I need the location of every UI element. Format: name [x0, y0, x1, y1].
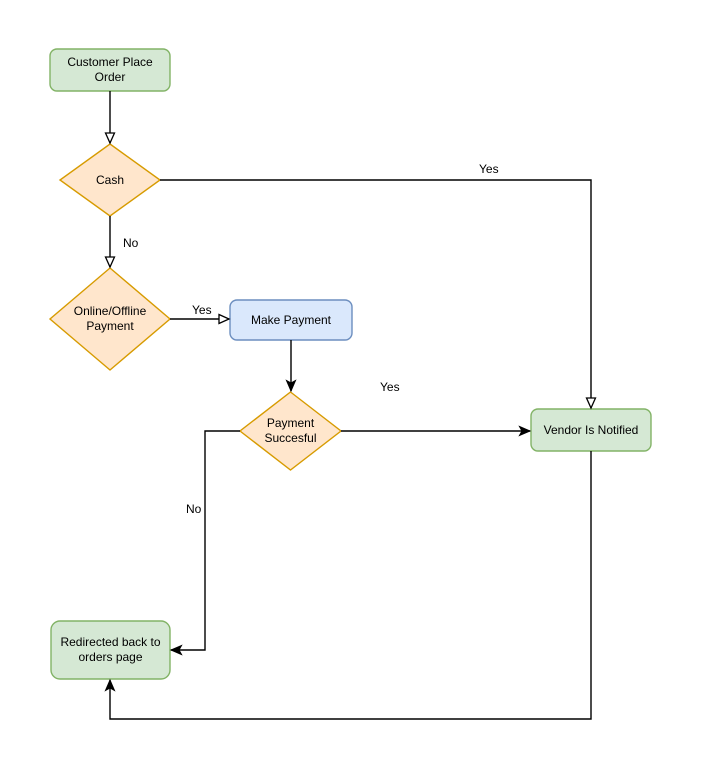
- node-online-offline-payment-decision-shape: [48, 267, 172, 371]
- flowchart-nodes: [48, 48, 652, 680]
- node-payment-succesful-decision-shape: [238, 391, 343, 471]
- edge-cash-yes-to-vendor-notified: [160, 179, 597, 410]
- node-make-payment-shape: [229, 299, 353, 341]
- node-redirected-back-shape: [50, 620, 171, 680]
- node-cash-decision-shape: [58, 143, 162, 217]
- node-vendor-is-notified-shape: [530, 408, 652, 452]
- edge-payment-succesful-no-to-redirected: [169, 430, 240, 656]
- flowchart-edges: [104, 91, 597, 720]
- edge-vendor-notified-to-redirected: [104, 451, 592, 720]
- node-customer-place-order-shape: [49, 48, 171, 92]
